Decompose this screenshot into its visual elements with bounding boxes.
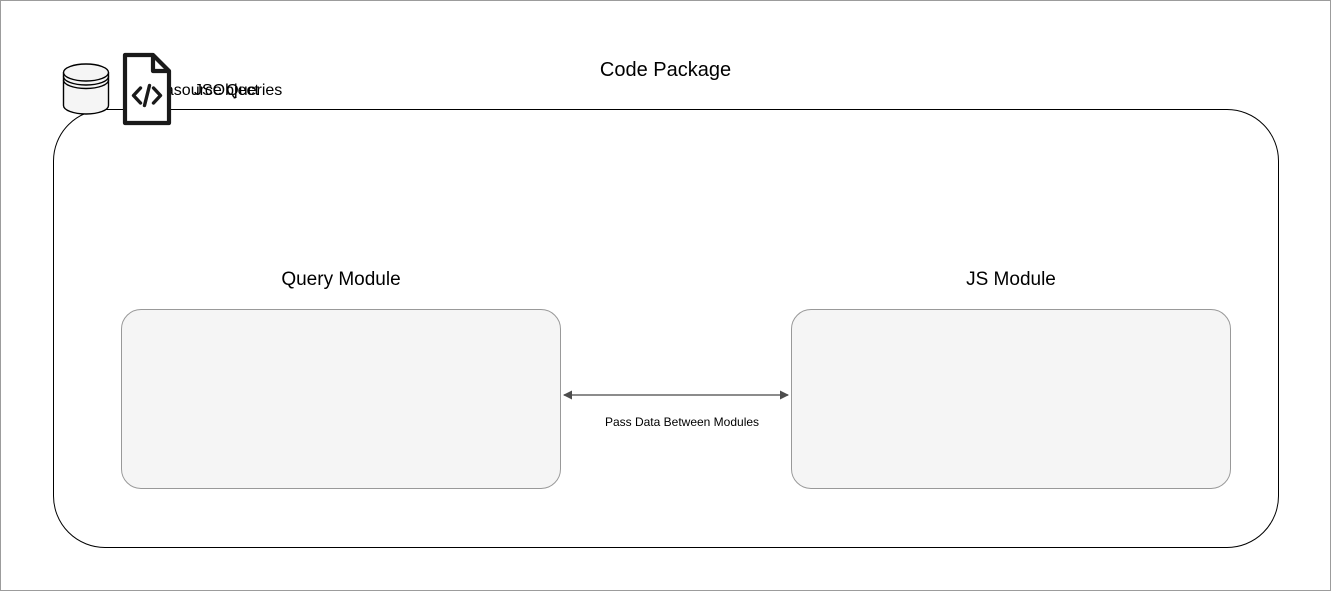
package-title: Code Package	[599, 59, 732, 81]
code-package-container	[53, 109, 1279, 548]
jsobject-label: JSObject	[194, 82, 259, 99]
js-module-label: JS Module	[966, 269, 1056, 290]
jsobject-item[interactable]: JSObject	[122, 52, 259, 125]
query-module-label: Query Module	[281, 269, 401, 290]
datasource-queries-label: Datasource Queries	[140, 82, 283, 99]
query-module-box[interactable]	[121, 309, 561, 489]
js-module-box[interactable]	[791, 309, 1231, 489]
pass-data-connector	[557, 375, 795, 415]
connector-label: Pass Data Between Modules	[604, 415, 760, 429]
datasource-queries-item[interactable]: Datasource Queries	[58, 61, 283, 122]
database-cylinder-icon	[58, 61, 114, 122]
code-file-icon	[122, 52, 172, 131]
